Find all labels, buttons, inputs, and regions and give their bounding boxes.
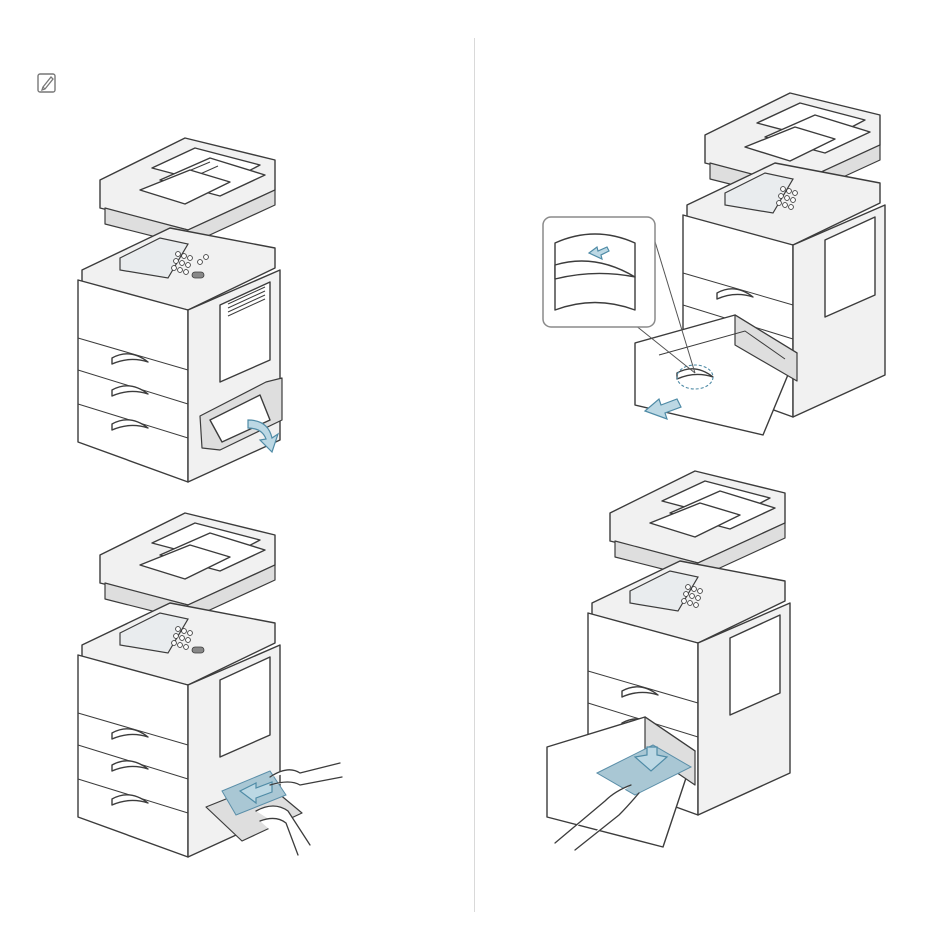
figure-remove-paper-tray — [535, 455, 905, 860]
note-pencil-icon — [36, 72, 58, 94]
figure-pull-out-tray — [535, 75, 905, 450]
figure-open-side-door — [60, 120, 390, 490]
figure-pull-paper-side — [60, 495, 390, 875]
column-divider — [474, 38, 475, 912]
